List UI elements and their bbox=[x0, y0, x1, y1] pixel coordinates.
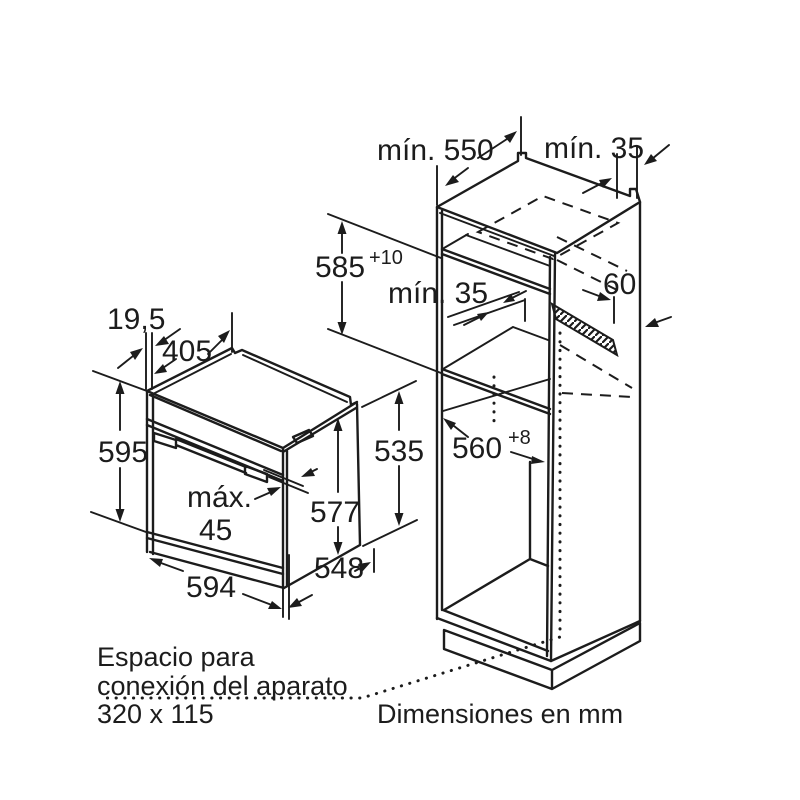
oven-width-label: 594 bbox=[186, 571, 236, 604]
cabinet-top-face bbox=[435, 151, 642, 255]
oven-door-max-value: 45 bbox=[199, 514, 232, 547]
dim-base-ticks bbox=[282, 550, 290, 620]
cabinet-min-depth-label: mín. 550 bbox=[377, 134, 494, 167]
dimension-labels: 19,5 405 595 535 577 máx. 45 594 548 mín… bbox=[98, 132, 644, 604]
connection-note-line2: conexión del aparato bbox=[97, 671, 348, 701]
cabinet-lower-compartment bbox=[441, 460, 550, 653]
cabinet-upper-shelf bbox=[440, 247, 552, 296]
arrow-icon bbox=[394, 513, 404, 526]
oven-side-height-label: 577 bbox=[310, 496, 360, 529]
arrow-icon bbox=[531, 456, 545, 464]
cabinet-right-front-edge bbox=[545, 252, 557, 663]
arrow-icon bbox=[599, 178, 612, 188]
cabinet-left-front-edge bbox=[435, 205, 444, 621]
arrow-icon bbox=[358, 562, 371, 572]
oven-top-face bbox=[145, 346, 359, 450]
cabinet-niche-shelf bbox=[440, 367, 552, 416]
connection-leader-line bbox=[98, 331, 562, 700]
arrow-icon bbox=[503, 294, 515, 303]
arrow-icon bbox=[130, 348, 143, 360]
arrow-icon bbox=[337, 221, 347, 234]
dim-585-ext bbox=[327, 213, 442, 374]
arrow-icon bbox=[301, 468, 315, 477]
cabinet-bottom-edges bbox=[435, 616, 642, 663]
arrow-icon bbox=[288, 598, 302, 608]
cabinet-vent-depth-label: 60 bbox=[603, 268, 636, 301]
cabinet-min-wall-gap-top-label: mín. 35 bbox=[544, 132, 644, 165]
arrow-icon bbox=[155, 336, 169, 346]
arrow-icon bbox=[443, 418, 456, 430]
cabinet-niche-height-tolerance: +10 bbox=[369, 247, 403, 269]
connection-note-size: 320 x 115 bbox=[97, 699, 214, 729]
arrow-icon bbox=[394, 391, 404, 404]
dim-195-ticks bbox=[145, 332, 153, 390]
arrow-icon bbox=[645, 318, 659, 327]
arrow-icon bbox=[218, 330, 230, 343]
oven-top-depth-label: 405 bbox=[162, 335, 212, 368]
cabinet-min-shelf-gap-label: mín. 35 bbox=[388, 277, 488, 310]
dim-550-ticks bbox=[436, 116, 522, 206]
units-note: Dimensiones en mm bbox=[377, 699, 623, 729]
connection-space-hidden-edges bbox=[559, 344, 633, 398]
cabinet-plinth bbox=[442, 621, 642, 691]
oven-depth-label: 548 bbox=[314, 552, 364, 585]
dim-535-ext bbox=[361, 380, 418, 547]
cabinet-niche-height-label: 585 bbox=[315, 251, 365, 284]
arrow-icon bbox=[504, 131, 517, 143]
dim-60-tick bbox=[582, 289, 615, 324]
arrow-icon bbox=[333, 418, 343, 431]
connection-note-line1: Espacio para bbox=[97, 642, 256, 672]
oven-drawing bbox=[90, 312, 418, 620]
note-labels: Espacio para conexión del aparato 320 x … bbox=[97, 642, 623, 729]
cabinet-niche-width-label: 560 bbox=[452, 432, 502, 465]
arrow-icon bbox=[337, 322, 347, 335]
arrow-icon bbox=[267, 487, 281, 496]
vent-hatch-area bbox=[550, 301, 619, 358]
arrow-icon bbox=[154, 364, 167, 374]
oven-grip-cutout-icon bbox=[291, 428, 315, 445]
oven-door-max-label: máx. bbox=[187, 481, 252, 514]
oven-front-offset-label: 19,5 bbox=[107, 303, 165, 336]
arrow-icon bbox=[149, 558, 163, 567]
cabinet-shelf-back-gap bbox=[442, 291, 549, 370]
arrow-icon bbox=[268, 601, 282, 609]
arrow-icon bbox=[115, 381, 125, 394]
arrow-icon bbox=[477, 312, 489, 321]
arrow-icon bbox=[597, 292, 611, 301]
oven-total-height-label: 595 bbox=[98, 436, 148, 469]
vent-hidden-edges bbox=[556, 236, 628, 292]
arrow-icon bbox=[333, 542, 343, 555]
cabinet-drawing bbox=[327, 116, 672, 691]
cabinet-niche-width-tolerance: +8 bbox=[508, 427, 531, 449]
arrow-icon bbox=[115, 509, 125, 522]
cabinet-top-hidden-opening bbox=[475, 194, 621, 261]
oven-body-height-label: 535 bbox=[374, 435, 424, 468]
dim-35top-ticks bbox=[616, 146, 638, 199]
oven-door-bottom bbox=[145, 530, 286, 590]
arrow-icon bbox=[445, 175, 459, 186]
dim-max45-lines bbox=[263, 469, 309, 494]
oven-side-face bbox=[281, 402, 362, 590]
arrow-icon bbox=[644, 154, 657, 165]
oven-handle bbox=[152, 431, 269, 484]
